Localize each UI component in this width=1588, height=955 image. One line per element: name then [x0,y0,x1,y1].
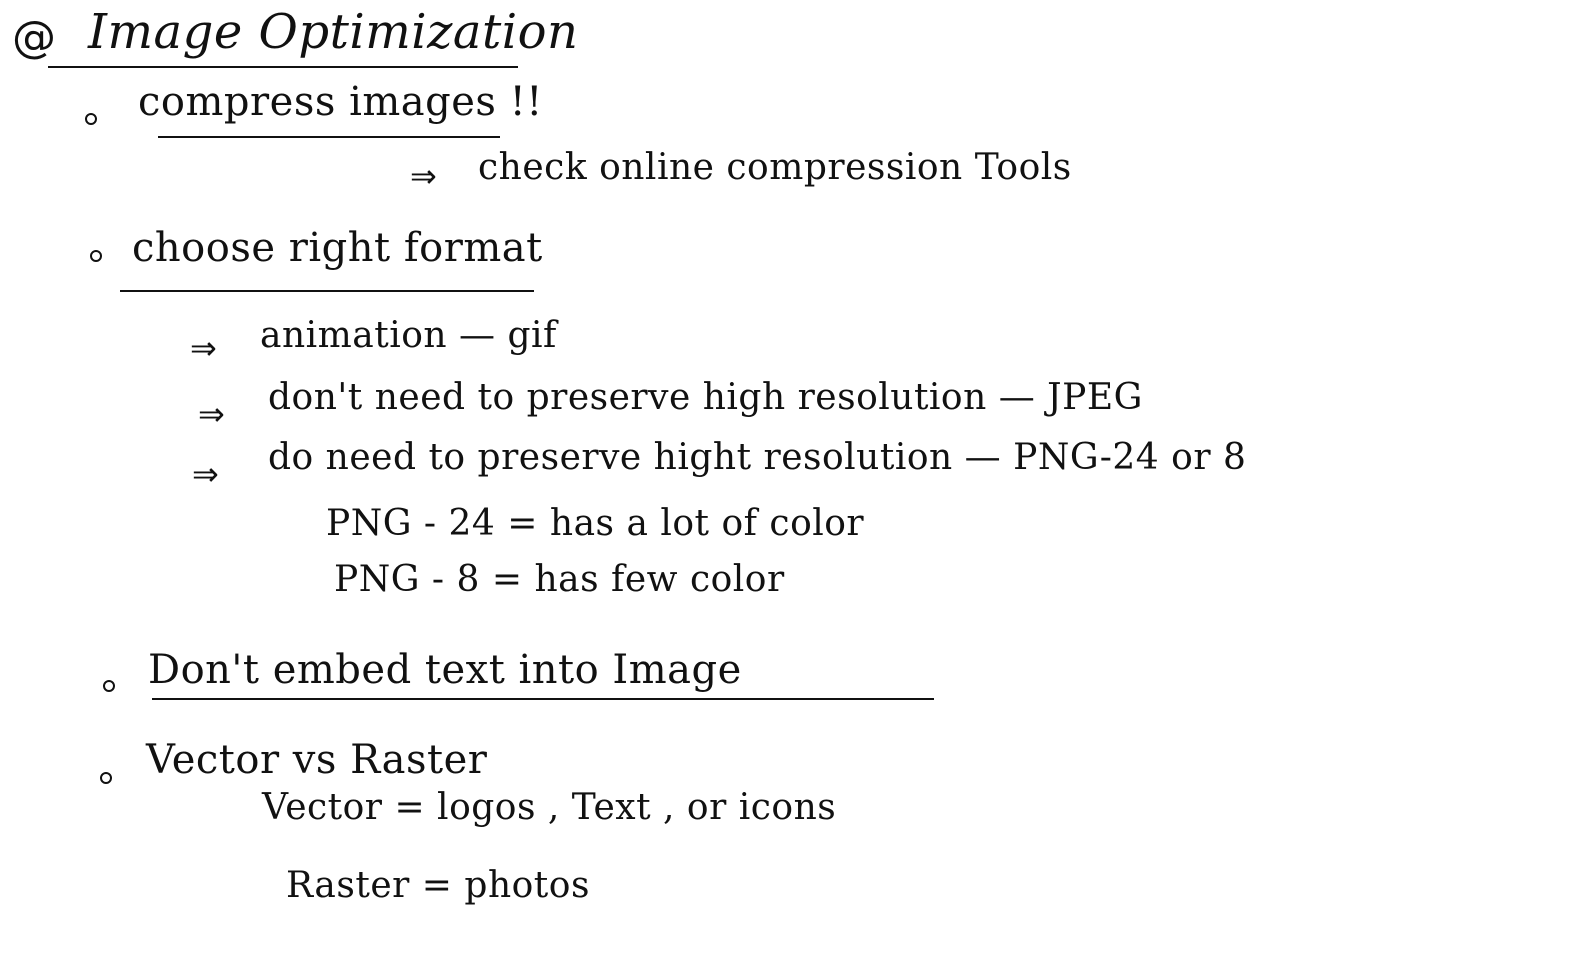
note-line: Raster = photos [286,865,590,906]
arrow-icon: ⇒ [410,157,438,195]
list-item: don't need to preserve high resolution —… [268,377,1143,418]
arrow-icon: ⇒ [192,455,220,493]
arrow-icon: ⇒ [190,329,218,367]
note-line: PNG - 8 = has few color [334,559,785,600]
arrow-icon: ⇒ [198,395,226,433]
heading-underline [158,136,500,138]
note-line: Vector = logos , Text , or icons [262,787,837,828]
bullet-icon [100,772,112,784]
list-item: animation — gif [260,315,557,356]
section-heading-embed: Don't embed text into Image [148,647,742,693]
section-heading-vector: Vector vs Raster [146,737,488,783]
note-line: PNG - 24 = has a lot of color [326,503,865,544]
section-heading-compress: compress images !! [138,79,543,125]
page-title: Image Optimization [88,4,579,60]
bullet-icon [85,113,97,125]
heading-underline [120,290,534,292]
title-underline [48,66,518,68]
heading-underline [152,698,934,700]
list-item: do need to preserve hight resolution — P… [268,437,1247,478]
bullet-icon [103,680,115,692]
bullet-icon [90,250,102,262]
title-marker: @ [12,12,57,63]
section-heading-format: choose right format [132,225,543,271]
list-item: check online compression Tools [478,147,1072,188]
